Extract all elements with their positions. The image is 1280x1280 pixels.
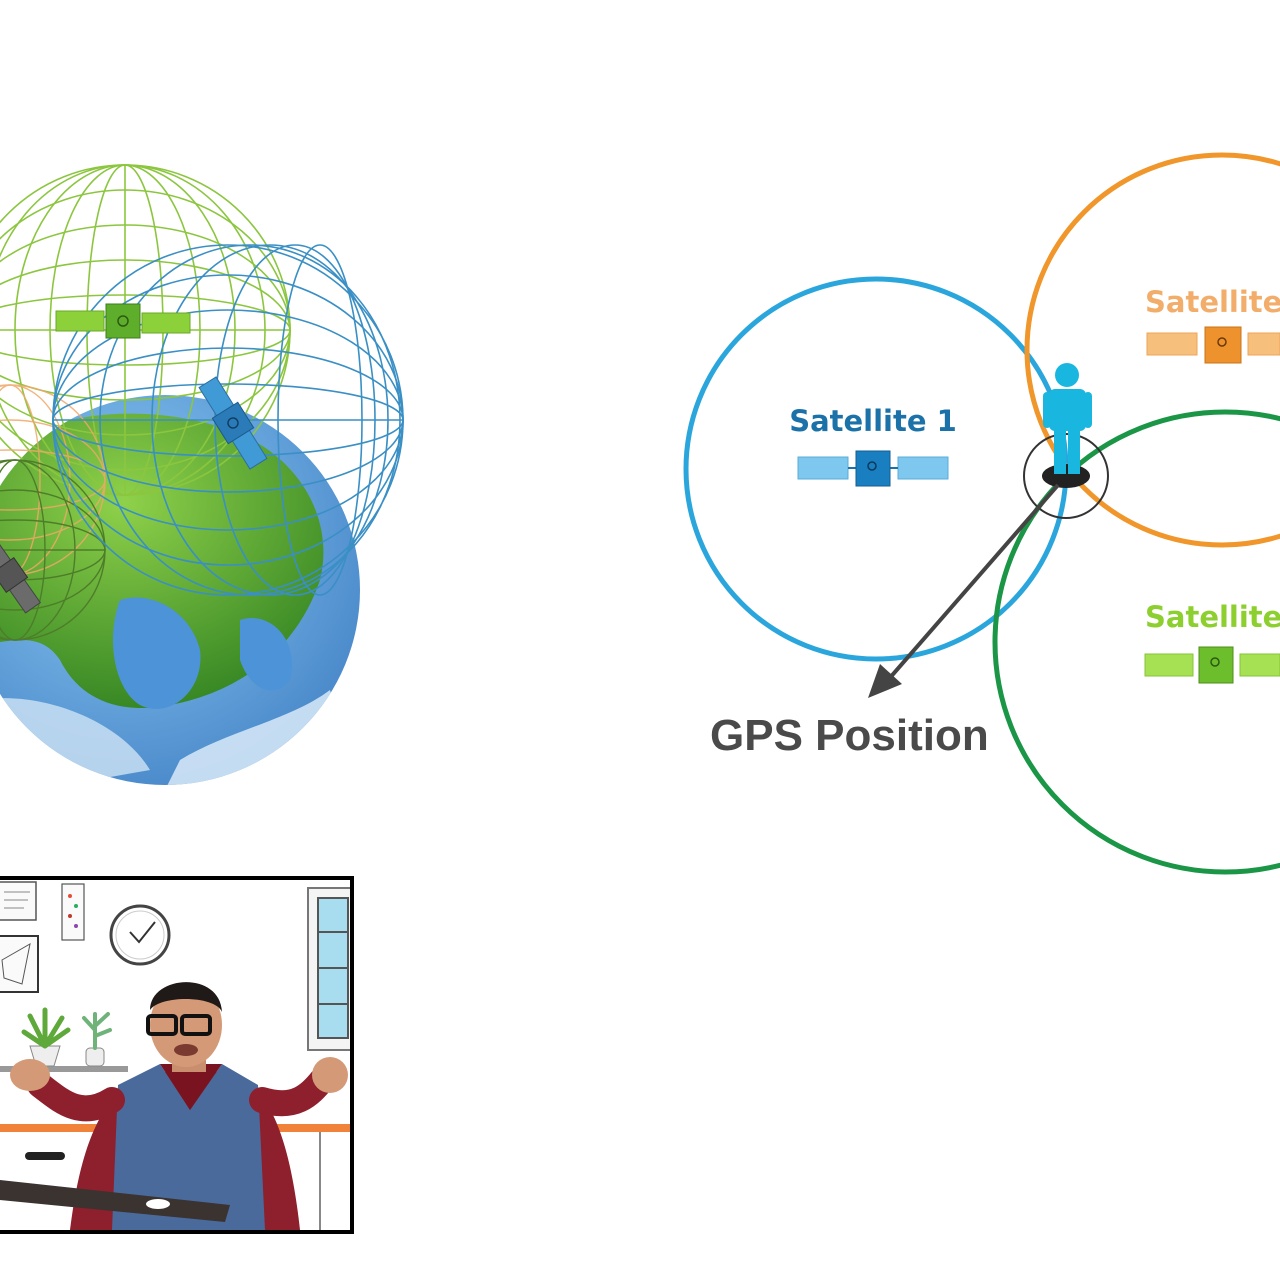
wall-chart: [61, 883, 85, 941]
globe-olive-wireframe: [0, 459, 106, 641]
plant-icon: [82, 1012, 112, 1067]
satellite-3-label: Satellite 3: [1145, 600, 1280, 634]
wall-frame: [0, 935, 39, 993]
shelf: [0, 1066, 128, 1072]
trilateration-diagram: Satellite 1 Satellite 2 Satellite 3: [683, 152, 1280, 875]
satellite-2-label: Satellite 2: [1145, 285, 1280, 319]
satellite-icon: [797, 450, 949, 487]
satellite-3-range-circle: [992, 409, 1280, 875]
presenter: [0, 982, 348, 1230]
person-icon: [1023, 363, 1109, 519]
presenter-video-panel: [0, 876, 354, 1234]
globe-green-wireframe: [0, 164, 291, 496]
window: [307, 887, 350, 1051]
satellite-2-range-circle: [1024, 152, 1280, 548]
earth-continents: [0, 413, 360, 785]
satellite-icon: [1144, 646, 1280, 684]
clock-icon: [109, 904, 171, 966]
satellite-icon: [1146, 326, 1280, 364]
satellite-icon: [198, 376, 268, 470]
satellite-icon: [0, 536, 42, 614]
earth-illustration: [0, 164, 404, 785]
satellite-icon: [55, 303, 191, 339]
wall-poster: [0, 881, 37, 921]
gps-position-label: GPS Position: [710, 711, 989, 760]
satellite-1-label: Satellite 1: [789, 404, 957, 438]
gps-position-arrow: [868, 483, 1060, 698]
globe-blue-wireframe: [52, 244, 404, 596]
